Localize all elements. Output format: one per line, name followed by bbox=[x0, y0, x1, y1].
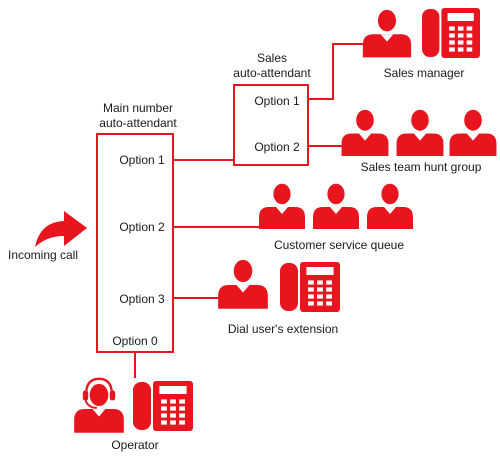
main-attendant-title-2: auto-attendant bbox=[99, 116, 177, 130]
person-icon bbox=[313, 182, 359, 229]
sales-attendant-title-2: auto-attendant bbox=[233, 66, 311, 80]
connector-lines bbox=[134, 43, 364, 378]
main-option-0: Option 0 bbox=[112, 334, 158, 348]
main-option-1: Option 1 bbox=[119, 153, 165, 167]
main-option-2: Option 2 bbox=[119, 220, 165, 234]
customer-service-label: Customer service queue bbox=[273, 238, 405, 252]
person-icon bbox=[449, 108, 497, 156]
person-icon bbox=[341, 108, 389, 156]
user-extension-label: Dial user's extension bbox=[227, 322, 339, 336]
curved-arrow-icon bbox=[35, 211, 87, 247]
main-attendant-title-1: Main number bbox=[102, 101, 174, 115]
incoming-call-label: Incoming call bbox=[7, 248, 79, 262]
operator-label: Operator bbox=[111, 438, 159, 452]
sales-opt1-to-manager bbox=[308, 43, 364, 100]
person-icon bbox=[362, 8, 412, 58]
sales-attendant-box bbox=[233, 84, 309, 166]
person-icon bbox=[396, 108, 444, 156]
person-icon bbox=[218, 258, 268, 309]
sales-attendant-title-1: Sales bbox=[256, 51, 288, 65]
sales-option-2: Option 2 bbox=[254, 140, 300, 154]
desk-phone-icon bbox=[422, 8, 480, 58]
main-attendant-box bbox=[96, 133, 174, 353]
sales-option-1: Option 1 bbox=[254, 94, 300, 108]
person-icon bbox=[259, 182, 305, 229]
desk-phone-icon bbox=[133, 381, 193, 431]
icon-layer bbox=[35, 8, 497, 433]
desk-phone-icon bbox=[280, 262, 340, 312]
main-option-3: Option 3 bbox=[119, 292, 165, 306]
sales-team-label: Sales team hunt group bbox=[360, 160, 482, 174]
person-icon bbox=[367, 182, 413, 229]
headset-person-icon bbox=[74, 377, 124, 433]
sales-manager-label: Sales manager bbox=[383, 66, 465, 80]
